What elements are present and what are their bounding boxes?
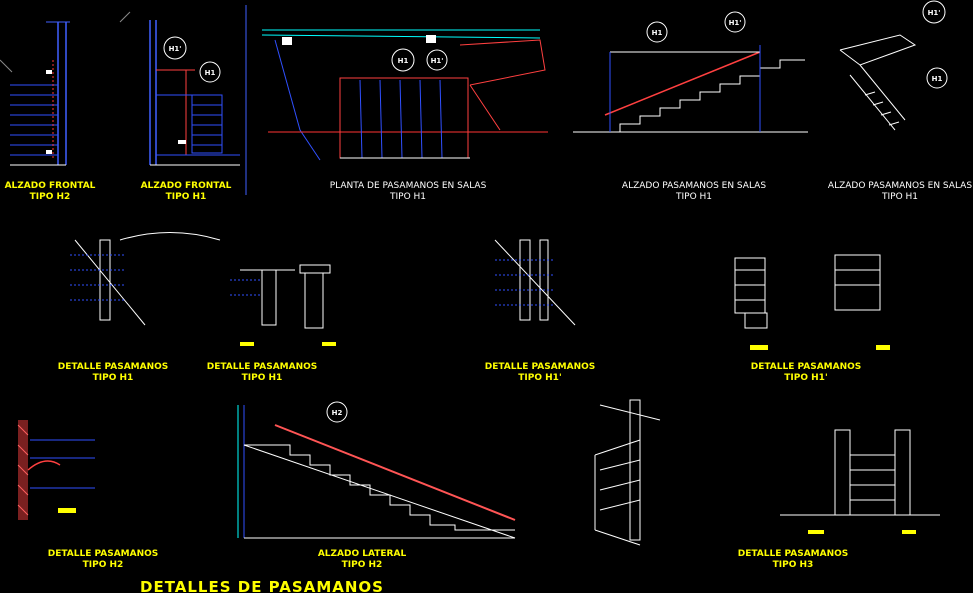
tag-h1-planta-b: H1' (431, 57, 444, 65)
tag-h1-iso-b: H1 (932, 75, 943, 83)
title-alzado-frontal-h2: ALZADO FRONTAL (5, 181, 96, 191)
title-alzado-salas-1: ALZADO PASAMANOS EN SALAS (622, 181, 766, 191)
drawing-alzado-salas-stairs: H1 H1' (573, 11, 808, 133)
sheet-title: DETALLES DE PASAMANOS (140, 578, 384, 593)
title-detalle-h2: DETALLE PASAMANOS (48, 549, 159, 559)
title-alzado-frontal-h1: ALZADO FRONTAL (141, 181, 232, 191)
drawing-detalle-h3 (780, 429, 940, 534)
subtitle-planta-pasamanos: TIPO H1 (389, 192, 426, 202)
tag-h1-planta-a: H1 (398, 57, 409, 65)
title-detalle-h1-c: DETALLE PASAMANOS (485, 362, 596, 372)
title-planta-pasamanos: PLANTA DE PASAMANOS EN SALAS (330, 181, 487, 191)
drawing-detalle-iso-h3 (594, 399, 661, 546)
drawing-planta-pasamanos: H1 H1' (261, 29, 548, 161)
drawing-detalle-h1-c (494, 239, 576, 326)
title-detalle-h1-b: DETALLE PASAMANOS (207, 362, 318, 372)
subtitle-alzado-frontal-h2: TIPO H2 (30, 192, 71, 202)
subtitle-detalle-h1-a: TIPO H1 (93, 373, 134, 383)
title-detalle-h3: DETALLE PASAMANOS (738, 549, 849, 559)
subtitle-alzado-frontal-h1: TIPO H1 (166, 192, 207, 202)
tag-h1-salas-a: H1 (652, 29, 663, 37)
drawing-alzado-salas-iso: H1' H1 (839, 0, 948, 131)
tag-h1-salas-b: H1' (729, 19, 742, 27)
drawing-detalle-h1-d (734, 254, 890, 350)
subtitle-detalle-h1-c: TIPO H1' (518, 373, 561, 383)
title-alzado-lateral-h2: ALZADO LATERAL (318, 549, 407, 559)
drawing-alzado-frontal-h2 (0, 21, 70, 166)
drawing-detalle-h2 (17, 420, 95, 520)
subtitle-detalle-h2: TIPO H2 (83, 560, 124, 570)
title-detalle-h1-a: DETALLE PASAMANOS (58, 362, 169, 372)
subtitle-alzado-salas-1: TIPO H1 (675, 192, 712, 202)
subtitle-detalle-h3: TIPO H3 (773, 560, 814, 570)
subtitle-detalle-h1-b: TIPO H1 (242, 373, 283, 383)
tag-h1-frontal-b: H1 (205, 69, 216, 77)
subtitle-alzado-lateral-h2: TIPO H2 (342, 560, 383, 570)
subtitle-detalle-h1-d: TIPO H1' (784, 373, 827, 383)
tag-h1-frontal-a: H1' (169, 45, 182, 53)
tag-h1-iso-a: H1' (928, 9, 941, 17)
title-alzado-salas-2: ALZADO PASAMANOS EN SALAS (828, 181, 972, 191)
tag-h2-lateral: H2 (332, 409, 343, 417)
drawing-detalle-h1-a (70, 232, 221, 326)
subtitle-alzado-salas-2: TIPO H1 (881, 192, 918, 202)
title-detalle-h1-d: DETALLE PASAMANOS (751, 362, 862, 372)
drawing-detalle-h1-b (230, 264, 336, 346)
drawing-alzado-lateral-h2: H2 (237, 401, 516, 539)
drawing-alzado-frontal-h1: H1' H1 (119, 5, 247, 195)
